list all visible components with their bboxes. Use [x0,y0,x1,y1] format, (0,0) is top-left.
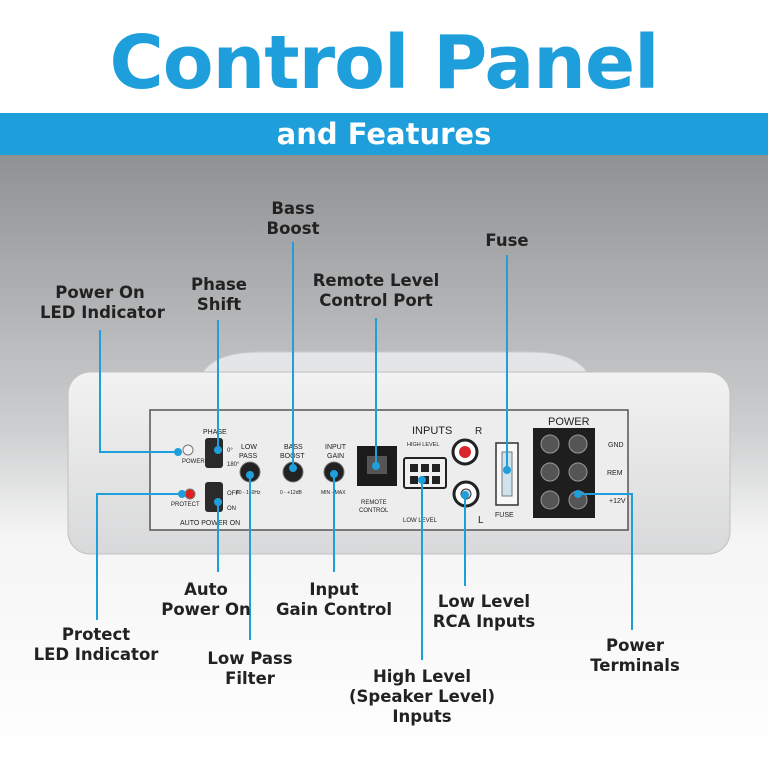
panel-r-text: R [475,426,482,437]
panel-phase-180-text: 180° [227,462,240,468]
panel-rem-text: REM [607,470,623,477]
line-power-terminals [578,493,633,630]
panel-auto-power-text: AUTO POWER ON [180,520,240,527]
rca-right-ring [459,446,471,458]
callout-remote-port: Remote Level Control Port [312,271,440,310]
panel-input-text: INPUT [325,444,347,451]
callout-protect-led: Protect LED Indicator [33,625,159,664]
panel-low-text: LOW [241,444,257,451]
panel-fuse-text: FUSE [495,512,514,519]
page-title: Control Panel [109,20,659,106]
callout-auto-power: Auto Power On [161,580,251,619]
panel-off-text: OFF [227,491,239,497]
panel-protect-text: PROTECT [171,502,200,508]
callout-bass-boost: Bass Boost [266,199,320,238]
amplifier-illustration: POWER PROTECT PHASE 0° 180° OFF ON AUTO … [0,155,768,768]
panel-low-pass-range: 80 - 150Hz [236,490,261,496]
callout-input-gain: Input Gain Control [276,580,393,619]
callout-lines [96,242,633,660]
panel-control-text: CONTROL [359,508,389,514]
panel-bass-range: 0 - +12dB [280,490,302,496]
panel-gnd-text: GND [608,442,624,449]
subtitle-band: and Features [0,113,768,155]
panel-gain-text: GAIN [327,453,344,460]
panel-12v-text: +12V [609,498,626,505]
callout-low-level: Low Level RCA Inputs [432,592,536,631]
callout-power-on-led: Power On LED Indicator [40,283,165,322]
callout-power-terminals: Power Terminals [590,636,680,675]
line-power-on [99,330,178,453]
protect-led [184,488,196,500]
panel-l-text: L [478,515,484,526]
callout-phase-shift: Phase Shift [191,275,247,314]
panel-phase-0-text: 0° [227,448,233,454]
product-scene: POWER PROTECT PHASE 0° 180° OFF ON AUTO … [0,155,768,768]
panel-power-block-text: POWER [548,416,590,428]
panel-low-level-text: LOW LEVEL [403,518,438,524]
auto-power-switch [205,482,223,512]
line-protect [96,493,182,620]
callout-high-level: High Level (Speaker Level) Inputs [348,667,495,726]
panel-high-level-text: HIGH LEVEL [407,442,439,448]
callout-low-pass: Low Pass Filter [207,649,293,688]
power-led [182,444,194,456]
callout-fuse: Fuse [485,231,529,250]
panel-remote-text: REMOTE [361,500,387,506]
panel-phase-text: PHASE [203,429,227,436]
panel-power-text: POWER [182,459,205,465]
page-subtitle: and Features [276,117,492,151]
panel-on-text: ON [227,506,236,512]
panel-pass-text: PASS [239,453,257,460]
panel-inputs-text: INPUTS [412,425,452,437]
